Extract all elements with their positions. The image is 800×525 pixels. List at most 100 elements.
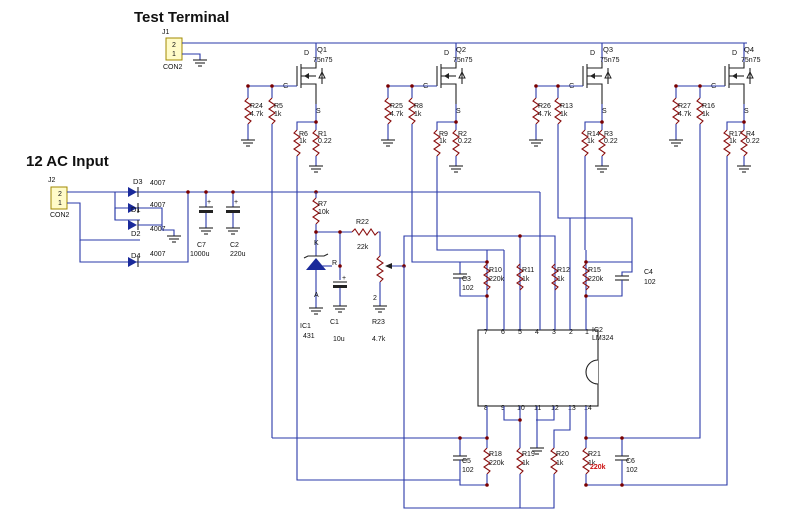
svg-text:LM324: LM324	[592, 335, 614, 342]
svg-text:S: S	[456, 108, 461, 115]
capacitor-c6: C6 102	[615, 438, 638, 485]
svg-text:R5: R5	[274, 103, 283, 110]
mosfet-stage-q1: D Q1 75n75 G S	[272, 43, 333, 115]
svg-text:D: D	[590, 50, 595, 57]
svg-text:75n75: 75n75	[600, 57, 620, 64]
resistor-r20: R20 1k	[536, 438, 569, 509]
svg-text:4007: 4007	[150, 202, 166, 209]
svg-text:C4: C4	[644, 269, 653, 276]
svg-text:4: 4	[535, 329, 539, 336]
svg-text:C3: C3	[462, 276, 471, 283]
svg-text:R18: R18	[489, 451, 502, 458]
svg-text:1k: 1k	[274, 111, 282, 118]
svg-text:R24: R24	[250, 103, 263, 110]
diode-d4: D4 4007	[128, 251, 166, 267]
resistor-r15: R15 220k	[582, 263, 604, 291]
reference-ic1: K R A IC1 431	[300, 240, 337, 340]
svg-text:D: D	[304, 50, 309, 57]
svg-text:4.7k: 4.7k	[390, 111, 404, 118]
connector-j2[interactable]: J2 2 1 CON2	[48, 177, 70, 219]
svg-text:R20: R20	[556, 451, 569, 458]
svg-text:6: 6	[501, 329, 505, 336]
svg-text:1k: 1k	[299, 138, 307, 145]
svg-text:IC2: IC2	[592, 327, 603, 334]
svg-text:1: 1	[585, 329, 589, 336]
svg-text:102: 102	[462, 285, 474, 292]
diode-d3: D3 4007	[128, 177, 166, 197]
svg-text:10u: 10u	[333, 336, 345, 343]
svg-text:+: +	[234, 199, 238, 206]
svg-text:1k: 1k	[556, 460, 564, 467]
mosfet-stage-q4: D Q4 75n75 G S	[700, 43, 761, 115]
svg-text:D: D	[444, 50, 449, 57]
resistor-r22: R22 22k	[351, 219, 381, 256]
gate-network-q3: R26 4.7k R13 1k	[529, 84, 633, 262]
svg-text:R2: R2	[458, 131, 467, 138]
capacitor-c2: + C2 220u	[226, 192, 246, 258]
svg-text:Q1: Q1	[317, 45, 327, 54]
source-network-q4: R17 1k R4 0.22	[632, 104, 760, 486]
svg-text:R: R	[332, 260, 337, 267]
heading-test-terminal: Test Terminal	[134, 9, 229, 26]
svg-text:14: 14	[584, 405, 592, 412]
svg-text:A: A	[314, 292, 319, 299]
svg-text:D: D	[732, 50, 737, 57]
gate-network-q1: R24 4.7k R5 1k	[241, 84, 283, 438]
capacitor-c4: C4 102	[586, 262, 656, 297]
svg-text:R15: R15	[588, 267, 601, 274]
heading-ac-input: 12 AC Input	[26, 153, 109, 170]
svg-text:220k: 220k	[590, 464, 606, 471]
svg-text:R17: R17	[729, 131, 742, 138]
svg-text:D2: D2	[131, 229, 141, 238]
ground-symbol	[193, 59, 207, 67]
svg-text:R27: R27	[678, 103, 691, 110]
svg-text:Q2: Q2	[456, 45, 466, 54]
svg-text:75n75: 75n75	[453, 57, 473, 64]
svg-text:D1: D1	[131, 205, 141, 214]
svg-text:CON2: CON2	[163, 64, 183, 71]
svg-text:102: 102	[644, 279, 656, 286]
svg-text:R3: R3	[604, 131, 613, 138]
resistor-r12: R12 1k	[551, 263, 570, 291]
connector-j1[interactable]: J1 2 1 CON2	[162, 29, 183, 71]
svg-text:0.22: 0.22	[318, 138, 332, 145]
mosfet-stage-q3: D Q3 75n75 G S	[558, 43, 620, 115]
ic2-top-pins: 7 6 5 4 3 2 1	[484, 329, 589, 336]
svg-text:R11: R11	[522, 267, 534, 274]
svg-text:220k: 220k	[489, 460, 505, 467]
svg-text:220u: 220u	[230, 251, 246, 258]
svg-text:1: 1	[172, 51, 176, 58]
svg-text:R9: R9	[439, 131, 448, 138]
svg-text:75n75: 75n75	[313, 57, 333, 64]
svg-text:75n75: 75n75	[741, 57, 761, 64]
svg-text:C5: C5	[462, 458, 471, 465]
svg-text:C7: C7	[197, 242, 206, 249]
svg-text:220k: 220k	[489, 276, 505, 283]
svg-text:4007: 4007	[150, 226, 166, 233]
resistor-r18: R18 220k	[483, 438, 505, 485]
svg-text:4007: 4007	[150, 180, 166, 187]
capacitor-c3: C3 102	[453, 262, 487, 297]
resistor-r10: R10 220k	[483, 263, 505, 291]
svg-text:R1: R1	[318, 131, 327, 138]
svg-text:R10: R10	[489, 267, 502, 274]
svg-text:R16: R16	[702, 103, 715, 110]
svg-text:102: 102	[626, 467, 638, 474]
svg-text:Q3: Q3	[603, 45, 613, 54]
svg-text:D4: D4	[131, 251, 141, 260]
svg-text:R26: R26	[538, 103, 551, 110]
gate-network-q2: R25 4.7k R8 1k	[381, 84, 487, 263]
opamp-ic2: IC2 LM324	[477, 327, 614, 407]
svg-text:1k: 1k	[729, 138, 737, 145]
svg-text:1k: 1k	[522, 460, 530, 467]
svg-text:102: 102	[462, 467, 474, 474]
svg-text:8: 8	[484, 405, 488, 412]
svg-text:12: 12	[551, 405, 559, 412]
resistor-r7: R7 10k	[312, 192, 330, 256]
svg-text:R14: R14	[587, 131, 600, 138]
svg-text:K: K	[314, 240, 319, 247]
svg-text:4007: 4007	[150, 251, 166, 258]
svg-text:1k: 1k	[439, 138, 447, 145]
svg-text:R4: R4	[746, 131, 755, 138]
